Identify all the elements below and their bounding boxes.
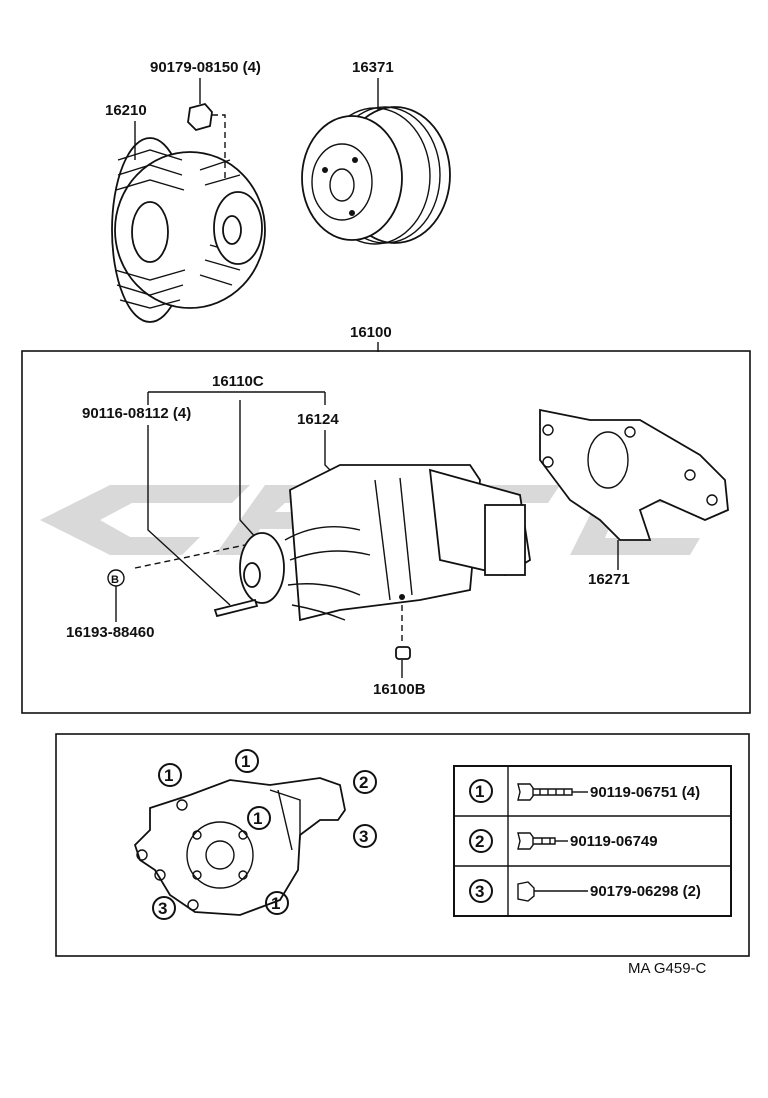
callout-1a: 1 <box>164 766 173 785</box>
label-water-pump-sub: 16110C <box>212 373 264 390</box>
water-pump <box>239 464 531 622</box>
callout-1d: 1 <box>271 894 280 913</box>
water-pump-assy-box <box>21 350 751 714</box>
stud-bolt <box>213 598 259 618</box>
pump-outline <box>133 777 346 916</box>
bolt-icon-long <box>517 783 588 801</box>
label-plug: 16100B <box>373 681 426 698</box>
note-b-symbol: B <box>111 574 119 586</box>
label-gasket-1: 16124 <box>297 411 339 428</box>
callout-3b: 3 <box>158 899 167 918</box>
bolt-icon-short <box>517 832 568 850</box>
top-bolt <box>187 102 226 180</box>
inset-callouts: 1 1 1 1 2 3 3 <box>152 749 377 920</box>
label-water-pump-assy: 16100 <box>350 324 392 341</box>
table-part-3: 90179-06298 (2) <box>590 883 701 900</box>
table-num-2: 2 <box>475 832 484 851</box>
label-bolt-top: 90179-08150 (4) <box>150 59 261 76</box>
label-gasket-2: 16271 <box>588 571 630 588</box>
callout-2: 2 <box>359 773 368 792</box>
label-stud-bolt: 90116-08112 (4) <box>82 405 191 422</box>
nut-icon <box>517 881 588 902</box>
gasket-16271 <box>539 408 729 541</box>
label-pulley: 16371 <box>352 59 394 76</box>
table-part-1: 90119-06751 (4) <box>590 784 700 801</box>
bolt-table: 1 2 3 90119-06751 (4) 90119-06749 90179-… <box>453 765 732 917</box>
plug <box>395 646 411 660</box>
pulley <box>301 106 451 245</box>
callout-3a: 3 <box>359 827 368 846</box>
callout-1c: 1 <box>253 809 262 828</box>
table-part-2: 90119-06749 <box>570 833 658 850</box>
bolt-location-inset <box>55 733 750 957</box>
callout-1b: 1 <box>241 752 250 771</box>
label-note-b-part: 16193-88460 <box>66 624 154 641</box>
table-num-1: 1 <box>475 782 484 801</box>
label-fan-clutch: 16210 <box>105 102 147 119</box>
fan-clutch <box>111 137 266 323</box>
table-num-3: 3 <box>475 882 484 901</box>
reference-code: MA G459-C <box>628 960 707 977</box>
